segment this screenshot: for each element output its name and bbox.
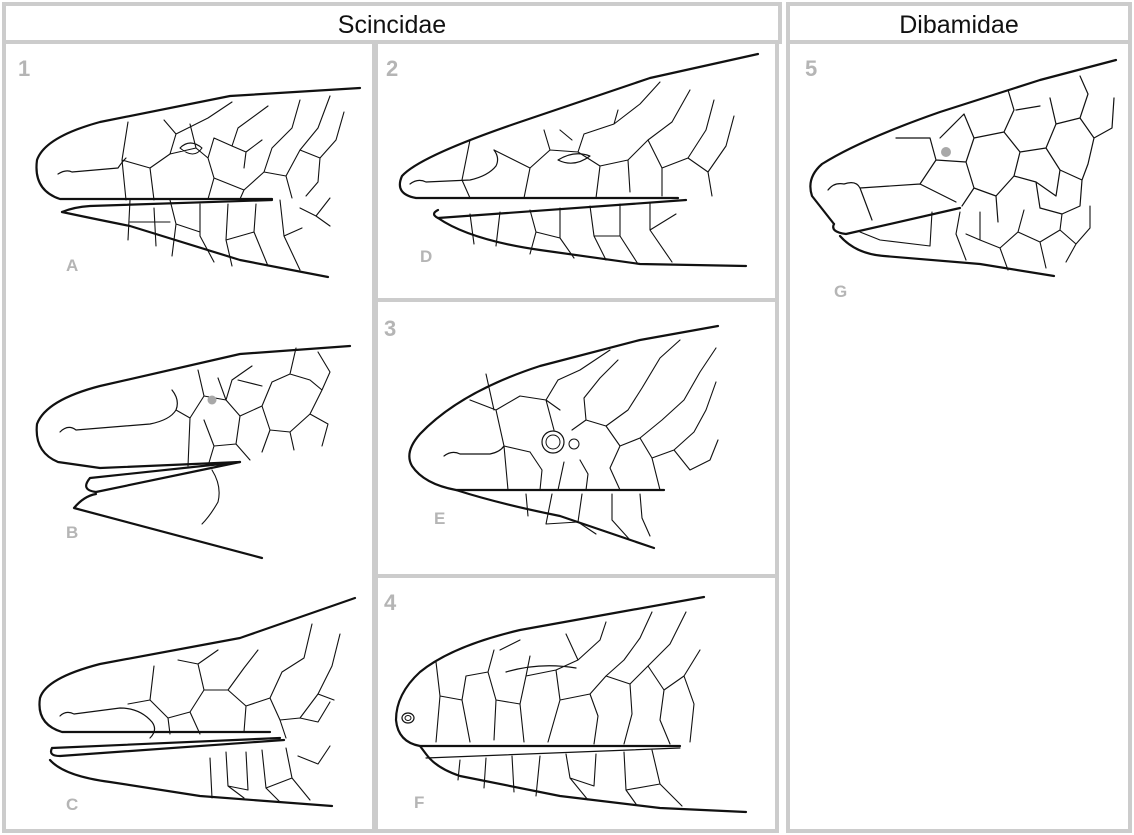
eye-spot-g xyxy=(941,147,951,157)
dibamidae-header: Dibamidae xyxy=(899,11,1019,39)
panel-number-4: 4 xyxy=(384,590,397,615)
panel-number-2: 2 xyxy=(386,56,398,81)
head-label-d: D xyxy=(420,247,432,266)
panel-number-1: 1 xyxy=(18,56,30,81)
eye-spot-b xyxy=(208,396,217,405)
head-label-f: F xyxy=(414,793,424,812)
panel-number-3: 3 xyxy=(384,316,396,341)
panel-4-frame xyxy=(376,576,777,831)
head-label-e: E xyxy=(434,509,445,528)
panel-2-frame xyxy=(376,42,777,300)
panel-3-frame xyxy=(376,300,777,576)
head-label-c: C xyxy=(66,795,78,814)
frames xyxy=(4,4,1130,831)
panel-5-frame xyxy=(788,42,1130,831)
panel-number-5: 5 xyxy=(805,56,817,81)
head-label-g: G xyxy=(834,282,847,301)
head-label-b: B xyxy=(66,523,78,542)
scincidae-header: Scincidae xyxy=(338,11,446,39)
head-label-a: A xyxy=(66,256,78,275)
